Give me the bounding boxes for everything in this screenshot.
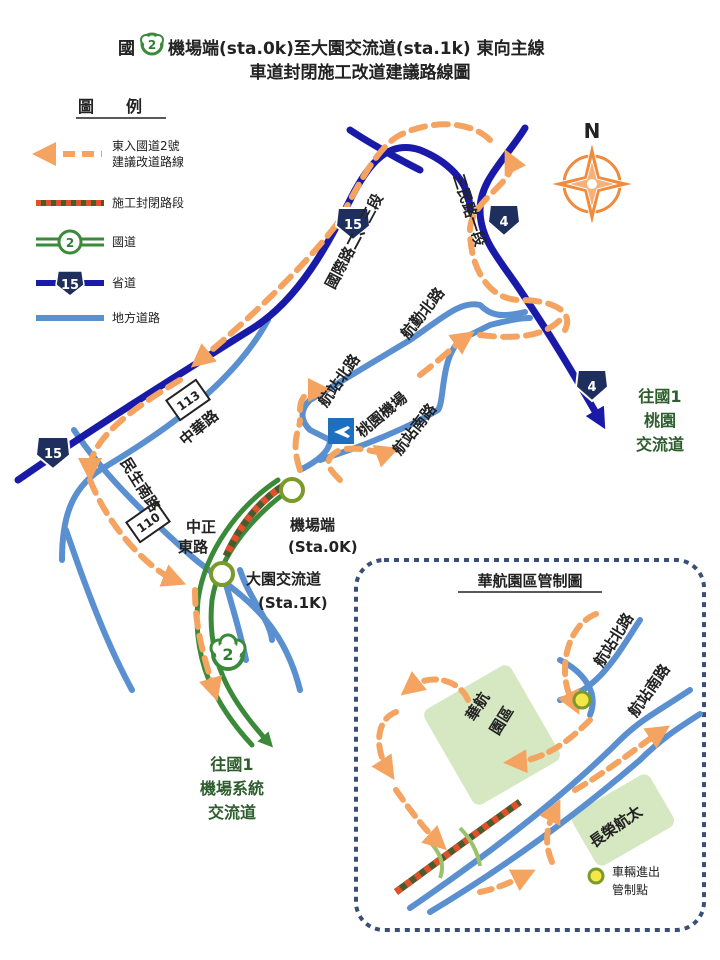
station-dayuan-marker [209, 561, 235, 587]
legend-closure-label: 施工封閉路段 [112, 195, 184, 210]
destination-taoyuan: 往國1 桃園 交流道 [636, 387, 684, 454]
legend-provincial-swatch: 15 [36, 270, 104, 297]
svg-text:2: 2 [222, 645, 233, 664]
title-line1: 機場端(sta.0k)至大園交流道(sta.1k) 東向主線 [168, 38, 545, 59]
station-airport-end-name: 機場端 [290, 516, 335, 534]
svg-text:交流道: 交流道 [636, 435, 684, 454]
legend-detour-label-2: 建議改道路線 [112, 154, 184, 169]
provincial-shield-15-upper: 15 [334, 207, 372, 242]
legend-national-swatch: 2 [36, 229, 104, 255]
route-110-shield: 110 [124, 500, 172, 544]
svg-text:4: 4 [587, 380, 596, 395]
svg-text:交流道: 交流道 [208, 803, 256, 822]
svg-text:2: 2 [66, 236, 74, 250]
title-line2: 車道封閉施工改道建議路線圖 [250, 62, 471, 83]
detour-route [78, 121, 571, 702]
control-point-label-2: 管制點 [612, 882, 648, 897]
control-point-legend-icon [587, 867, 605, 885]
airport-icon [328, 418, 354, 444]
legend-provincial-label: 省道 [112, 276, 136, 290]
station-airport-end-marker [279, 477, 305, 503]
compass-north-label: N [584, 119, 601, 143]
svg-text:4: 4 [499, 215, 508, 230]
provincial-road-15 [14, 143, 474, 484]
svg-text:15: 15 [344, 218, 362, 233]
svg-text:桃園: 桃園 [644, 411, 676, 430]
svg-text:2: 2 [148, 38, 156, 52]
inset-control-map: 華航園區管制圖 華航 園區 長榮航太 航站 [354, 558, 706, 932]
title-national-shield-icon: 2 [140, 32, 164, 56]
legend-detour-label-1: 東入國道2號 [112, 139, 180, 153]
svg-text:15: 15 [44, 447, 62, 462]
legend-local-label: 地方道路 [112, 310, 160, 325]
legend-national-label: 國道 [112, 235, 136, 249]
label-zhongzheng-east-1: 中正 [186, 518, 216, 536]
svg-text:往國1: 往國1 [638, 387, 681, 406]
svg-text:機場系統: 機場系統 [200, 779, 264, 798]
local-roads [59, 301, 533, 693]
control-point-label-1: 車輛進出 [612, 865, 660, 879]
title-prefix: 國 [118, 39, 135, 59]
national-shield-2: 2 [209, 633, 247, 671]
destination-airport-system: 往國1 機場系統 交流道 [200, 755, 264, 822]
label-zhongzheng-east-2: 東路 [178, 538, 209, 556]
station-dayuan-sta: (Sta.1K) [258, 594, 328, 612]
provincial-shield-15-lower: 15 [34, 436, 72, 471]
evergreen-area [571, 774, 675, 866]
legend: 圖 例 東入國道2號 建議改道路線 施工封閉路段 2 國道 15 省道 地方道路 [31, 97, 184, 325]
station-dayuan-name: 大園交流道 [246, 570, 321, 588]
label-hangzhan-north: 航站北路 [315, 350, 365, 410]
svg-text:15: 15 [61, 278, 79, 293]
legend-heading: 圖 例 [78, 97, 142, 116]
provincial-road-4 [476, 124, 606, 430]
map-title: 國 2 機場端(sta.0k)至大園交流道(sta.1k) 東向主線 車道封閉施… [118, 32, 545, 83]
provincial-shield-4-lower: 4 [574, 369, 610, 403]
svg-text:往國1: 往國1 [210, 755, 253, 774]
inset-title: 華航園區管制圖 [477, 572, 582, 590]
compass-rose-icon: N [549, 119, 635, 227]
provincial-shield-4-upper: 4 [486, 204, 522, 238]
control-point-marker [572, 690, 592, 710]
station-airport-end-sta: (Sta.0K) [288, 538, 358, 556]
